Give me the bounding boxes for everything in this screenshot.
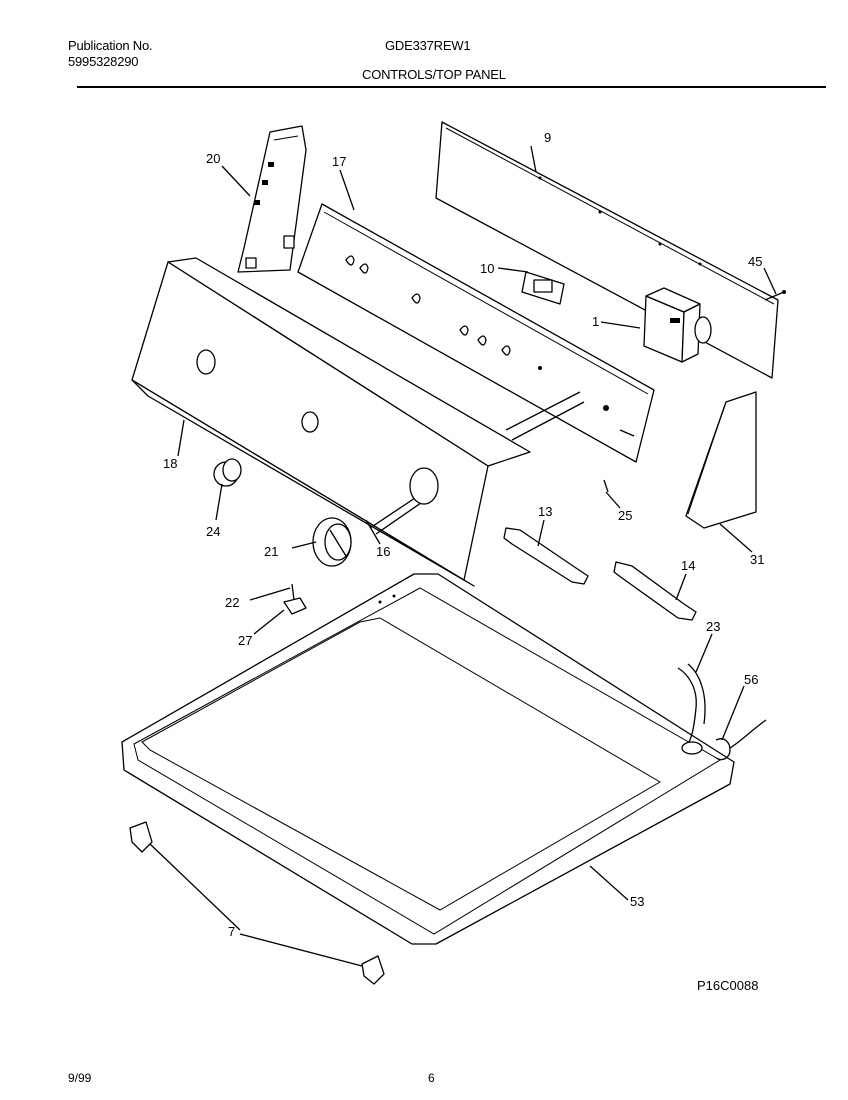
callout-labels: 9 20 17 45 10 1 18 13 25 24 21 16 31 14 … [163,130,764,939]
callout-17: 17 [332,154,346,169]
part-13-bracket [503,527,589,585]
publication-label: Publication No. [68,38,153,53]
callout-16: 16 [376,544,390,559]
callout-7: 7 [228,924,235,939]
callout-23: 23 [706,619,720,634]
part-1-timer [643,287,712,363]
part-25-screw [603,479,609,493]
drawing-id: P16C0088 [697,978,759,993]
part-45-screw [764,290,786,301]
part-31-end-cap [685,391,757,529]
publication-number: 5995328290 [68,54,139,69]
callout-1: 1 [592,314,599,329]
callout-31: 31 [750,552,764,567]
footer-date: 9/99 [68,1071,92,1085]
part-23-harness [677,663,706,755]
callout-22: 22 [225,595,239,610]
part-21-knob [312,517,352,567]
callout-27: 27 [238,633,252,648]
part-7-hinge-lower [361,955,385,985]
part-22-screw [291,583,295,601]
header-rule [77,86,826,88]
section-title: CONTROLS/TOP PANEL [362,67,506,82]
leader-lines [149,145,777,967]
callout-10: 10 [480,261,494,276]
part-7-hinge-upper [129,821,153,853]
model-number: GDE337REW1 [385,38,471,53]
callout-20: 20 [206,151,220,166]
page-number: 6 [428,1071,435,1085]
part-24-knob-cap [213,458,242,487]
callout-45: 45 [748,254,762,269]
callout-13: 13 [538,504,552,519]
part-10-switch [521,271,565,305]
callout-25: 25 [618,508,632,523]
callout-9: 9 [544,130,551,145]
part-27-clip [283,597,307,615]
callout-14: 14 [681,558,695,573]
callout-56: 56 [744,672,758,687]
callout-21: 21 [264,544,278,559]
part-18-console [131,257,531,587]
callout-18: 18 [163,456,177,471]
callout-24: 24 [206,524,220,539]
part-53-top-panel [121,573,735,945]
knob-base [409,467,439,505]
part-17-control-panel [297,203,655,463]
part-56-clamp [715,719,767,761]
part-20-bracket [237,125,307,273]
callout-53: 53 [630,894,644,909]
part-14-bracket [613,561,697,621]
